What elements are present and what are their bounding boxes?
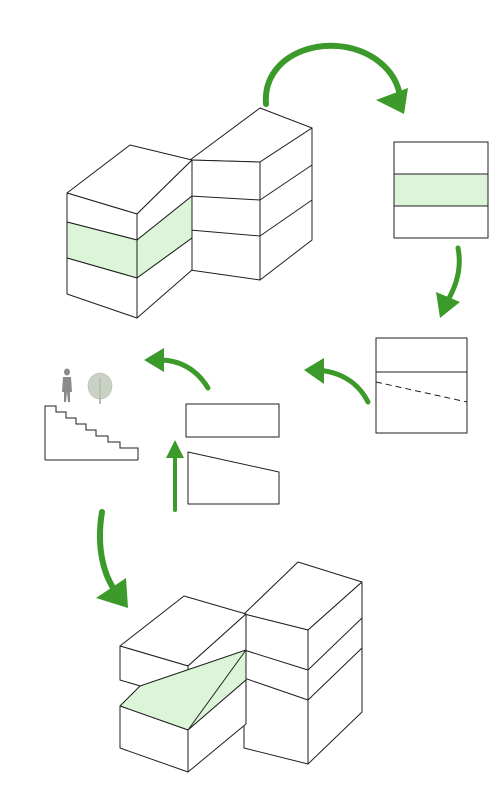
straight-arrow-up — [166, 440, 184, 512]
arrow-head — [304, 358, 324, 384]
ramp-edge-line — [187, 649, 247, 731]
result-right-layer-line — [243, 677, 309, 701]
stepped-profile — [44, 405, 139, 460]
block-right-layer-line — [259, 164, 313, 201]
result-right-layer-line — [243, 649, 309, 671]
result-right-side-face — [307, 581, 363, 765]
result-volumes-with-ramp — [119, 561, 363, 773]
result-right-layer-line — [307, 647, 363, 701]
block-right-front-face — [189, 159, 261, 281]
section-highlighted-band — [393, 173, 489, 207]
arrow-head — [144, 348, 164, 372]
result-block-right — [243, 561, 363, 765]
block-right-layer-line — [189, 195, 261, 201]
arrow-shaft — [97, 509, 119, 595]
stacked-volumes — [66, 107, 313, 319]
result-left-bottom-slab-side — [187, 679, 247, 773]
sloped-cut-dashed-line — [375, 381, 468, 403]
tree-icon — [87, 372, 113, 404]
arrow-head — [166, 440, 184, 458]
arrow-head — [96, 578, 128, 608]
arrow-head — [376, 88, 408, 114]
block-right-stack — [189, 107, 313, 281]
block-right-side-face — [259, 127, 313, 281]
block-left-stack — [66, 144, 193, 319]
section-highlighted-layer — [393, 141, 489, 239]
arrow-shaft — [262, 42, 403, 107]
arrow-head — [436, 292, 460, 318]
person-icon — [62, 368, 72, 402]
upper-slab — [185, 403, 280, 438]
block-right-layer-line — [259, 199, 313, 237]
arrow-shaft — [157, 357, 211, 391]
tree-crown — [87, 372, 113, 400]
curved-arrow-right — [262, 42, 408, 114]
result-block-left — [119, 595, 247, 773]
block-right-layer-line — [189, 229, 261, 237]
stepped-section-with-scale-figures — [44, 368, 139, 461]
curved-arrow-up-left — [144, 348, 211, 391]
arrow-shaft — [445, 245, 462, 303]
curved-arrow-down — [96, 509, 128, 608]
split-slabs — [185, 403, 280, 505]
section-sloped-cut — [375, 337, 468, 434]
lower-sloped-slab — [187, 451, 280, 505]
result-right-layer-line — [307, 617, 363, 671]
block-left-layer-3-side — [136, 237, 193, 319]
arrow-shaft — [315, 367, 371, 405]
curved-arrow-down — [436, 245, 462, 318]
curved-arrow-left — [304, 358, 371, 405]
